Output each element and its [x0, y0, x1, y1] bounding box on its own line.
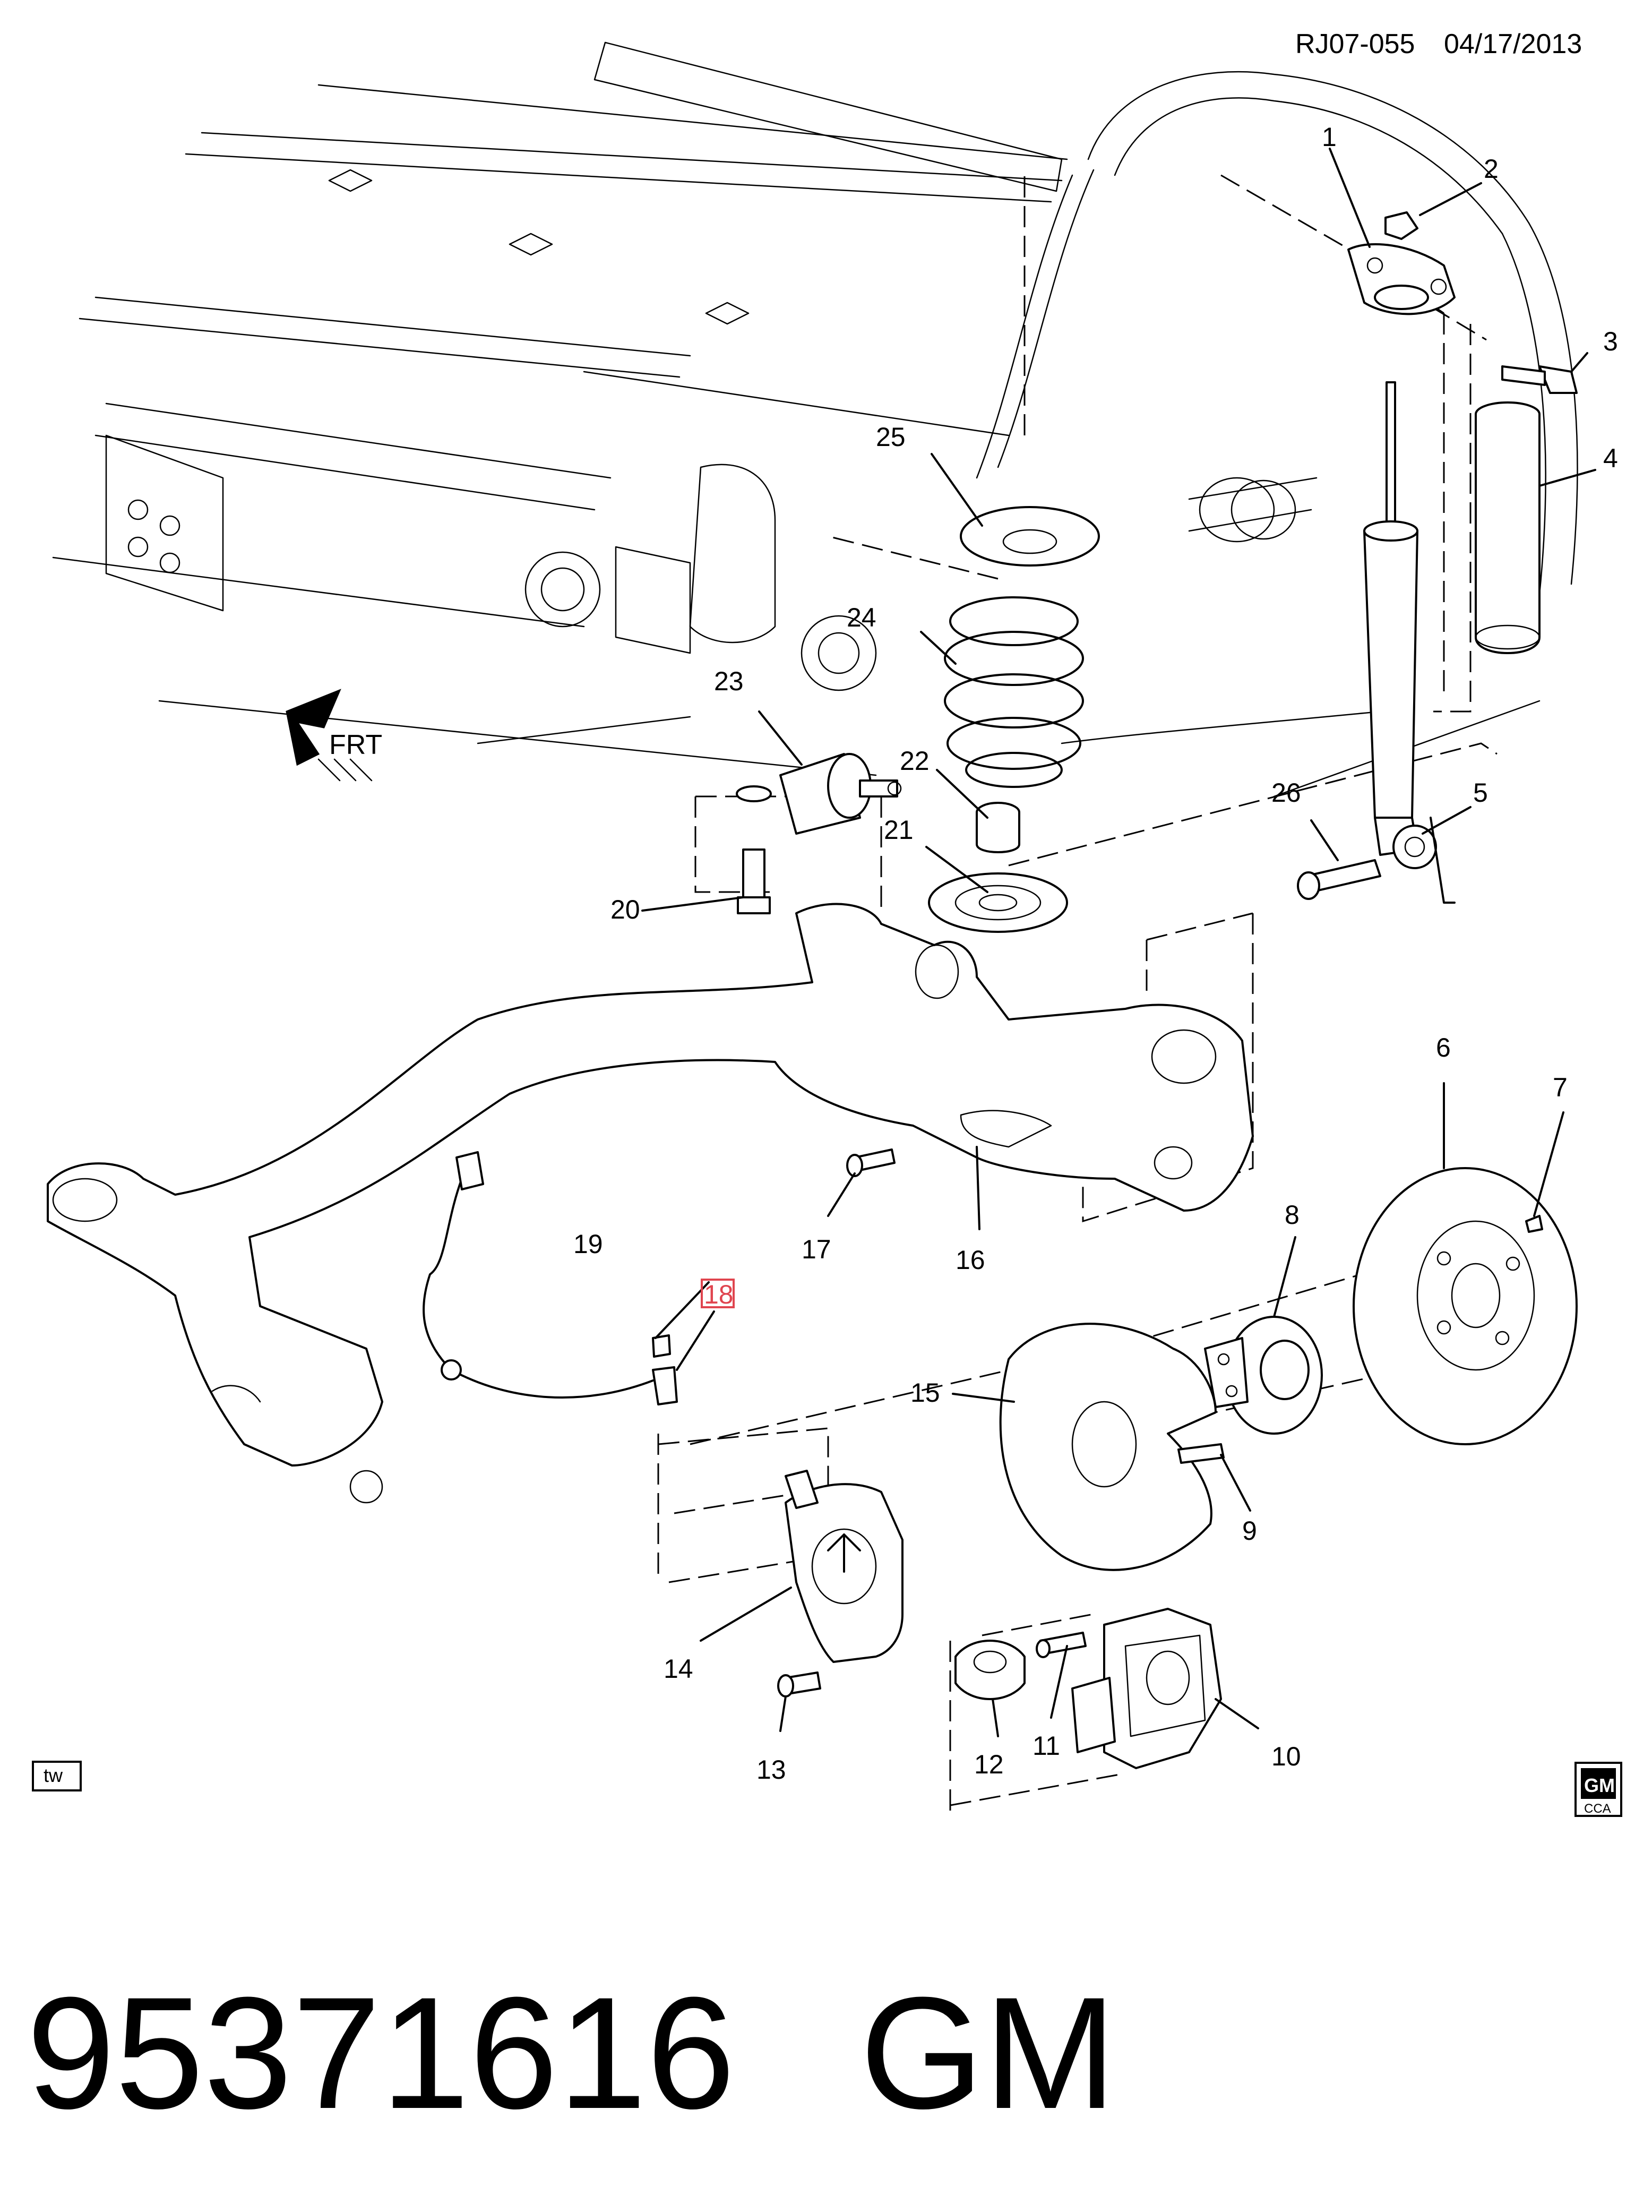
shock-absorber — [1363, 381, 1437, 869]
shock-dust-boot — [1475, 401, 1541, 654]
callout-labels: 1 2 3 4 5 6 7 8 9 10 11 12 13 14 15 16 1… — [573, 122, 1618, 1785]
caliper-guide-pin — [954, 1640, 1026, 1700]
rotor-screw — [1525, 1215, 1543, 1233]
callout-26: 26 — [1271, 778, 1301, 808]
rear-axle-beam — [47, 903, 1254, 1504]
hub-bolt — [1177, 1443, 1225, 1464]
brake-rotor — [1353, 1167, 1578, 1445]
callout-25: 25 — [876, 422, 906, 452]
vehicle-underbody-illustration — [52, 41, 1578, 798]
callout-2: 2 — [1484, 154, 1499, 184]
callout-20: 20 — [610, 895, 640, 924]
mount-bolt — [1501, 365, 1578, 394]
trailing-arm-bushing — [736, 753, 902, 835]
front-label: FRT — [329, 730, 382, 760]
wheel-speed-sensor-harness — [423, 1151, 678, 1405]
corner-badge-label: tw — [44, 1764, 63, 1786]
spring-upper-insulator — [960, 506, 1100, 567]
callout-7: 7 — [1553, 1073, 1568, 1102]
callout-21: 21 — [884, 815, 914, 845]
callout-18-highlighted: 18 — [701, 1279, 735, 1309]
front-arrow-icon — [286, 689, 341, 766]
callout-9: 9 — [1242, 1516, 1257, 1546]
callout-5: 5 — [1473, 778, 1488, 808]
axle-mount-bolt — [846, 1148, 896, 1177]
rear-knuckle — [785, 1470, 904, 1663]
corner-badge: tw — [32, 1761, 82, 1791]
callout-17: 17 — [802, 1234, 831, 1264]
callout-24: 24 — [847, 603, 876, 632]
callout-16: 16 — [956, 1245, 985, 1275]
callout-8: 8 — [1285, 1200, 1300, 1230]
mount-nut — [1384, 211, 1418, 240]
spring-lower-insulator — [928, 872, 1068, 933]
brake-caliper — [1071, 1608, 1222, 1769]
gm-logo: GM CCA — [1574, 1762, 1622, 1817]
callout-10: 10 — [1271, 1742, 1301, 1771]
callout-12: 12 — [974, 1750, 1004, 1779]
brake-backing-plate — [999, 1323, 1217, 1571]
coil-spring — [944, 596, 1084, 788]
wheel-hub-bearing — [1204, 1316, 1323, 1435]
gm-logo-subtext: CCA — [1584, 1802, 1611, 1816]
callout-11: 11 — [1032, 1731, 1060, 1761]
upper-shock-mount — [1347, 243, 1456, 315]
callout-14: 14 — [664, 1654, 693, 1684]
front-direction-marker: FRT — [286, 689, 382, 782]
diagram-ref-code: RJ07-055 — [1295, 29, 1415, 59]
bushing-bolt — [737, 848, 771, 914]
jounce-bumper — [976, 802, 1020, 853]
shock-lower-bolt — [1297, 859, 1381, 900]
caliper-bolt — [1036, 1632, 1087, 1658]
gm-logo-text: GM — [1584, 1774, 1615, 1796]
callout-19: 19 — [573, 1229, 603, 1259]
diagram-date: 04/17/2013 — [1444, 29, 1582, 59]
callout-6: 6 — [1436, 1033, 1451, 1062]
callout-15: 15 — [910, 1378, 940, 1408]
callout-leader-lines — [641, 148, 1596, 1737]
callout-4: 4 — [1603, 443, 1618, 473]
callout-3: 3 — [1603, 327, 1618, 356]
callout-1: 1 — [1322, 122, 1337, 152]
part-brand: GM — [860, 1964, 1116, 2142]
callout-13: 13 — [756, 1755, 786, 1785]
callout-18: 18 — [704, 1280, 734, 1309]
callout-22: 22 — [900, 746, 930, 776]
callout-23: 23 — [714, 666, 744, 696]
knuckle-bolt — [777, 1671, 821, 1697]
part-number: 95371616 — [27, 1964, 735, 2142]
